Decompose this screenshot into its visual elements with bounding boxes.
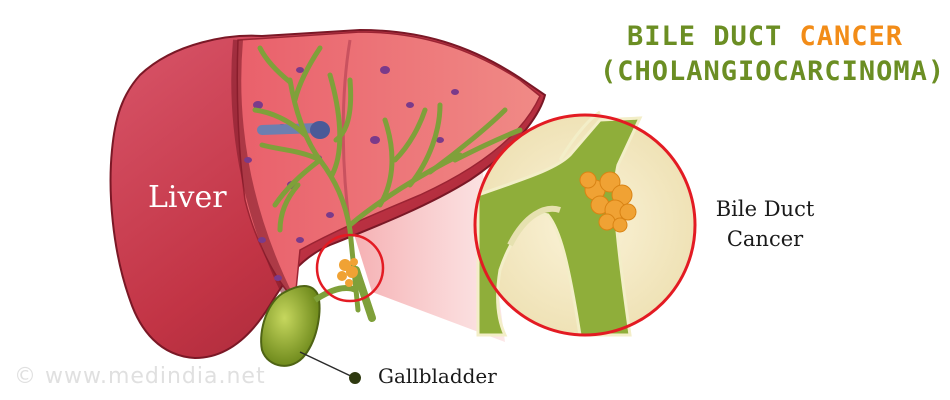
zoom-circle-ring [473, 113, 697, 337]
title-line-1: BILE DUCT CANCER [600, 20, 930, 54]
portal-vein [257, 123, 323, 135]
bile-duct-tree [252, 45, 523, 313]
gallbladder-duct [313, 285, 358, 303]
liver-cut-edge [231, 39, 295, 303]
bile-duct-label-line-2: Cancer [726, 227, 804, 251]
small-tumor [337, 258, 358, 287]
common-bile-duct [352, 266, 376, 322]
small-tumor-highlight [315, 233, 385, 303]
bile-duct-label-line-1: Bile Duct [715, 197, 815, 221]
watermark: © www.medindia.net [14, 364, 266, 389]
title-bile-duct: BILE DUCT [626, 21, 800, 52]
liver-label: Liver [148, 180, 227, 215]
gallbladder-pointer-line [299, 351, 356, 379]
zoomed-duct [476, 110, 643, 337]
title-cancer: CANCER [799, 21, 904, 52]
title-line-2: (CHOLANGIOCARCINOMA) [600, 56, 946, 87]
page-title: BILE DUCT CANCER (CHOLANGIOCARCINOMA) [600, 20, 946, 90]
gallbladder-pointer-dot [349, 372, 361, 384]
bile-duct-cancer-label: Bile Duct Cancer [690, 194, 840, 254]
zoom-beam [352, 150, 505, 342]
zoomed-tumor [579, 171, 637, 233]
gallbladder-label: Gallbladder [378, 364, 497, 388]
portal-vein-end [310, 121, 330, 139]
